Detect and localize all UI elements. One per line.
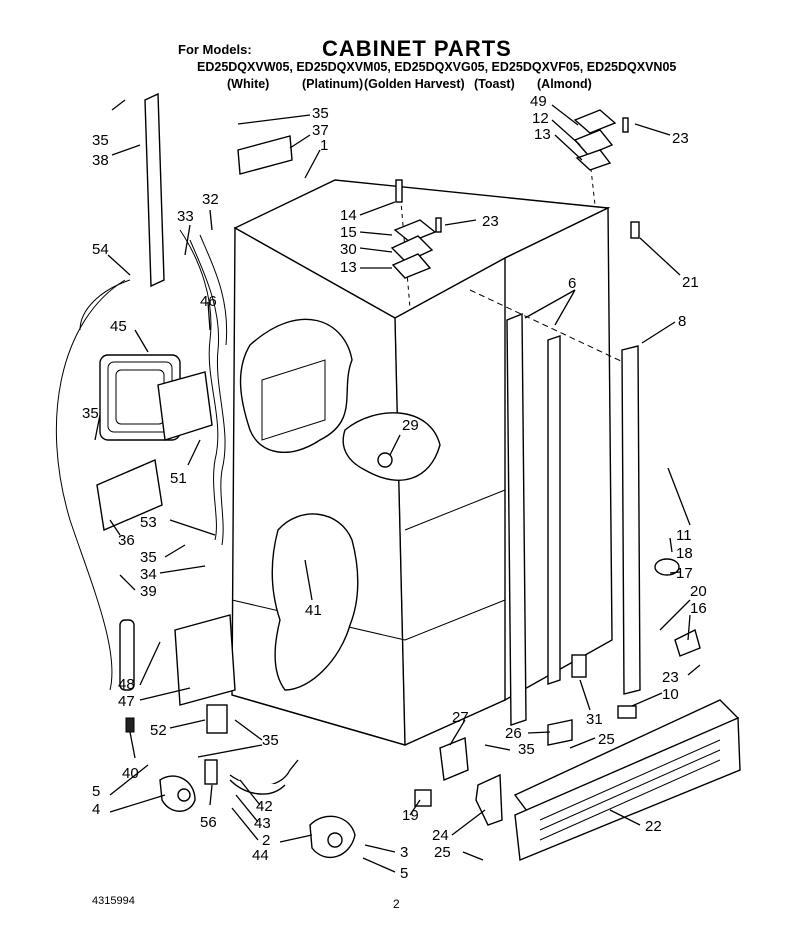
callout-label: 23	[672, 130, 689, 147]
callout-label: 35	[140, 549, 157, 566]
model-list: ED25DQXVW05, ED25DQXVM05, ED25DQXVG05, E…	[197, 60, 677, 74]
callout-label: 52	[150, 722, 167, 739]
page-title: CABINET PARTS	[322, 36, 512, 61]
for-models-label: For Models:	[178, 42, 252, 57]
callout-label: 53	[140, 514, 157, 531]
bottom-right-components	[377, 452, 741, 861]
callout-label: 13	[534, 126, 551, 143]
color-almond: (Almond)	[537, 77, 592, 91]
callout-label: 8	[678, 313, 686, 330]
callout-label: 44	[252, 847, 269, 864]
document-number: 4315994	[92, 895, 135, 907]
callout-label: 38	[92, 152, 109, 169]
callout-label: 12	[532, 110, 549, 127]
callout-label: 42	[256, 798, 273, 815]
callout-label: 14	[340, 207, 357, 224]
callout-label: 51	[170, 470, 187, 487]
callout-label: 35	[82, 405, 99, 422]
callout-label: 39	[140, 583, 157, 600]
leader-lines	[94, 99, 701, 873]
callout-label: 31	[586, 711, 603, 728]
callout-label: 32	[202, 191, 219, 208]
callout-label: 23	[662, 669, 679, 686]
callout-label: 24	[432, 827, 449, 844]
callout-label: 37	[312, 122, 329, 139]
callout-label: 33	[177, 208, 194, 225]
callout-label: 47	[118, 693, 135, 710]
callout-label: 16	[690, 600, 707, 617]
callout-label: 10	[662, 686, 679, 703]
callout-label: 41	[305, 602, 322, 619]
callout-label: 30	[340, 241, 357, 258]
callout-label: 25	[598, 731, 615, 748]
callout-label: 26	[505, 725, 522, 742]
callout-label: 5	[92, 783, 100, 800]
callout-label: 20	[690, 583, 707, 600]
callout-label: 3	[400, 844, 408, 861]
color-white: (White)	[227, 77, 270, 91]
callout-label: 49	[530, 93, 547, 110]
callout-label: 27	[452, 709, 469, 726]
page-number: 2	[393, 897, 400, 911]
callout-label: 54	[92, 241, 109, 258]
callout-label: 4	[92, 801, 100, 818]
hinge-assemblies	[390, 109, 640, 279]
callout-label: 48	[118, 676, 135, 693]
callout-label: 29	[402, 417, 419, 434]
callout-label: 36	[118, 532, 135, 549]
callout-label: 25	[434, 844, 451, 861]
callout-label: 15	[340, 224, 357, 241]
callout-label: 35	[312, 105, 329, 122]
callout-labels: 35 38 35 37 1 49 12 13 23 14 15 23 30 13…	[82, 93, 707, 882]
callout-label: 17	[676, 565, 693, 582]
callout-label: 18	[676, 545, 693, 562]
callout-label: 43	[254, 815, 271, 832]
callout-label: 56	[200, 814, 217, 831]
callout-label: 45	[110, 318, 127, 335]
callout-label: 2	[262, 832, 270, 849]
color-golden-harvest: (Golden Harvest)	[364, 77, 465, 91]
callout-label: 34	[140, 566, 157, 583]
callout-label: 5	[400, 865, 408, 882]
color-toast: (Toast)	[474, 77, 515, 91]
callout-label: 22	[645, 818, 662, 835]
callout-label: 6	[568, 275, 576, 292]
color-platinum: (Platinum)	[302, 77, 364, 91]
callout-label: 13	[340, 259, 357, 276]
callout-label: 35	[518, 741, 535, 758]
left-components	[55, 229, 356, 858]
callout-label: 35	[262, 732, 279, 749]
callout-label: 46	[200, 293, 217, 310]
callout-label: 23	[482, 213, 499, 230]
callout-label: 11	[676, 527, 692, 544]
callout-label: 21	[682, 274, 699, 291]
callout-label: 40	[122, 765, 139, 782]
callout-label: 35	[92, 132, 109, 149]
callout-label: 1	[320, 137, 328, 154]
callout-label: 19	[402, 807, 419, 824]
